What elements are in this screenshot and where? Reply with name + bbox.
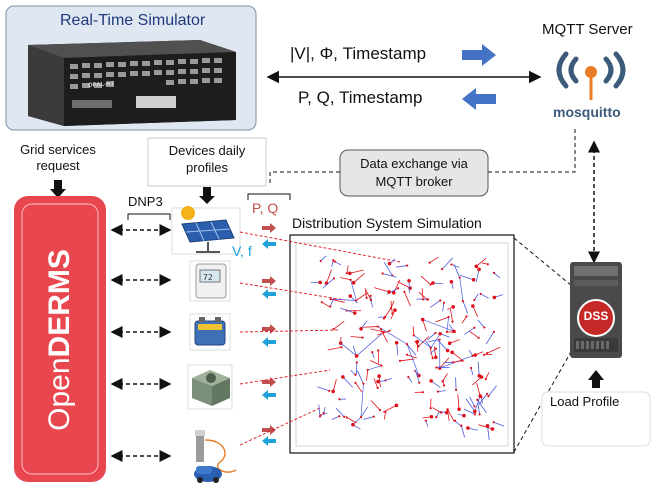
- profiles-arrow: [199, 187, 215, 204]
- grid-services-arrow: [50, 180, 66, 198]
- right-block-arrow: [462, 44, 496, 66]
- data-exchange-box: [339, 149, 489, 197]
- opal-rt-hardware-icon: [28, 40, 236, 126]
- thermostat-icon: 72: [189, 260, 231, 302]
- data-exchange-line2: MQTT broker: [375, 174, 453, 189]
- load-profile-arrow: [588, 370, 604, 388]
- dss-badge: DSS: [583, 309, 609, 323]
- distribution-title: Distribution System Simulation: [292, 215, 482, 231]
- load-profile-label: Load Profile: [550, 394, 620, 409]
- left-block-arrow: [462, 88, 496, 110]
- data-exchange-line1: Data exchange via: [360, 156, 468, 171]
- opendrems-box: [14, 196, 106, 482]
- devices-profiles-line1: Devices daily: [168, 143, 246, 158]
- solar-panel-icon: [171, 206, 241, 255]
- grid-services-label: Grid services request: [10, 142, 106, 174]
- devices-profiles-label: Devices daily profiles: [148, 142, 266, 176]
- pq-label: P, Q: [252, 200, 279, 216]
- devices-profiles-box: [147, 137, 267, 187]
- opendrems-title-bold: DERMS: [43, 249, 76, 358]
- devices-profiles-line2: profiles: [186, 160, 228, 175]
- vf-label: V, f: [232, 243, 252, 259]
- dnp3-bracket: [127, 213, 171, 220]
- svg-text:72: 72: [203, 273, 213, 282]
- mosquitto-logo-text: mosquitto: [553, 104, 621, 120]
- link-bottom-label: P, Q, Timestamp: [298, 88, 423, 107]
- battery-icon: [189, 313, 231, 351]
- dss-server-icon: [570, 262, 622, 358]
- grid-services-line1: Grid services: [20, 142, 96, 157]
- data-exchange-label: Data exchange via MQTT broker: [340, 155, 488, 191]
- ev-charger-icon: [194, 430, 237, 483]
- load-profile-box: [541, 391, 651, 447]
- simulator-title: Real-Time Simulator: [60, 12, 206, 29]
- mqtt-title: MQTT Server: [542, 21, 633, 38]
- device-network-links: [239, 231, 401, 446]
- data-exchange-to-devices: [269, 171, 340, 186]
- link-top-label: |V|, Φ, Timestamp: [290, 44, 427, 63]
- pq-vf-arrows: [262, 223, 276, 446]
- opendrems-title: OpenDERMS: [43, 249, 77, 431]
- mosquitto-logo-icon: [556, 51, 626, 100]
- grid-services-line2: request: [36, 158, 80, 173]
- pq-bracket: [247, 193, 291, 200]
- data-exchange-connector: [488, 128, 576, 173]
- distribution-network-graph: [310, 255, 505, 441]
- opendrems-title-light: Open: [43, 357, 76, 431]
- hvac-unit-icon: [187, 364, 233, 410]
- dnp3-label: DNP3: [128, 194, 163, 209]
